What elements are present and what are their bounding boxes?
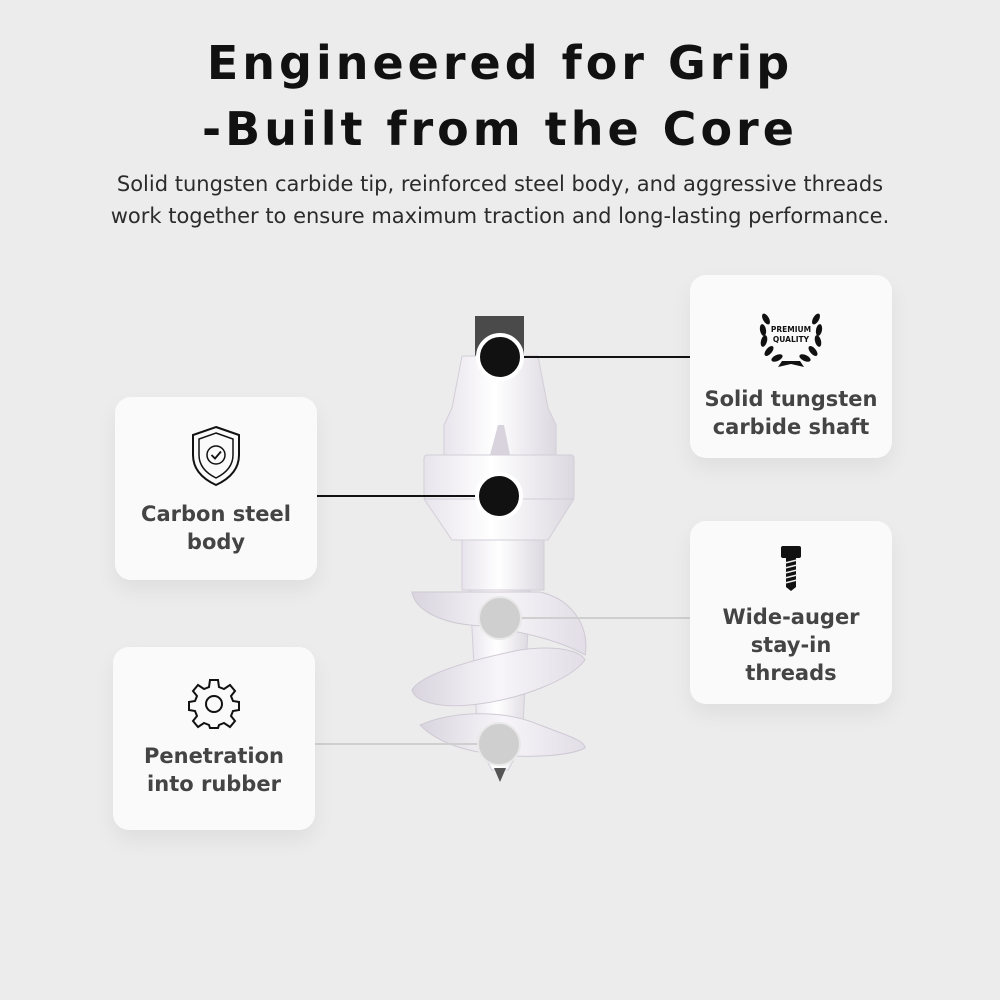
- feature-card-auger: Wide-auger stay-in threads: [690, 521, 892, 704]
- stud-tip: [494, 768, 506, 782]
- feature-label-tungsten-line-1: Solid tungsten: [704, 387, 878, 411]
- feature-label-penetration-line-1: Penetration: [143, 744, 284, 768]
- feature-label-tungsten-line-2: carbide shaft: [712, 415, 870, 439]
- stud-collar: [423, 454, 575, 500]
- bolt-screw-icon: [779, 545, 803, 595]
- auger-thread-lower: [419, 713, 586, 757]
- shield-check-icon: [189, 425, 243, 491]
- stud-neck: [461, 539, 545, 591]
- feature-label-penetration: Penetration into rubber: [113, 742, 315, 798]
- feature-label-carbon-line-2: body: [186, 530, 246, 554]
- feature-label-tungsten: Solid tungsten carbide shaft: [690, 385, 892, 441]
- feature-label-carbon: Carbon steel body: [115, 500, 317, 556]
- premium-badge-text-1: PREMIUM: [771, 325, 811, 334]
- feature-card-carbon: Carbon steel body: [115, 397, 317, 580]
- title-line-2: -Built from the Core: [202, 102, 798, 156]
- feature-card-penetration: Penetration into rubber: [113, 647, 315, 830]
- feature-label-carbon-line-1: Carbon steel: [141, 502, 291, 526]
- page-title: Engineered for Grip -Built from the Core: [0, 30, 1000, 162]
- feature-label-auger-line-1: Wide-auger: [722, 605, 860, 629]
- page-subtitle: Solid tungsten carbide tip, reinforced s…: [110, 172, 890, 228]
- gear-icon: [188, 677, 240, 733]
- auger-thread-middle: [411, 647, 586, 707]
- feature-label-penetration-line-2: into rubber: [147, 772, 281, 796]
- feature-label-auger-line-2: stay-in: [750, 633, 832, 657]
- tungsten-pin: [475, 316, 524, 356]
- feature-label-auger-line-3: threads: [745, 661, 837, 685]
- premium-badge-text-2: QUALITY: [773, 335, 810, 344]
- feature-card-tungsten: PREMIUM QUALITY Solid tungsten carbide s…: [690, 275, 892, 458]
- feature-label-auger: Wide-auger stay-in threads: [690, 603, 892, 687]
- stud-ridge: [490, 425, 510, 455]
- stud-illustration: [411, 316, 587, 782]
- title-line-1: Engineered for Grip: [206, 36, 794, 90]
- stud-taper: [423, 498, 575, 541]
- premium-quality-laurel-icon: PREMIUM QUALITY: [756, 301, 826, 373]
